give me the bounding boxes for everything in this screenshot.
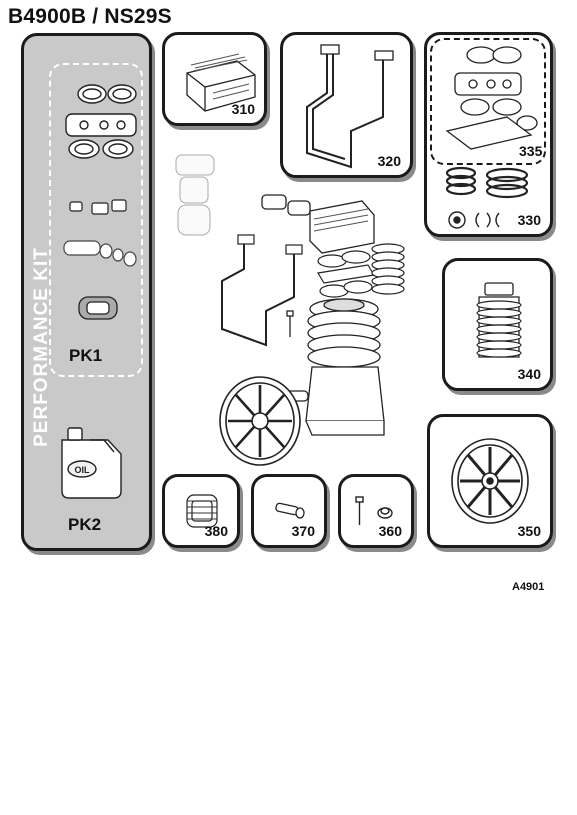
cylinder-head-illustration — [186, 53, 256, 112]
pk1-label: PK1 — [69, 346, 103, 365]
part-box-360[interactable]: 360 — [338, 474, 414, 548]
part-group-335 — [430, 38, 546, 165]
pk2-label: PK2 — [68, 515, 102, 534]
reference-code: A4901 — [512, 581, 545, 593]
performance-kit-panel: PERFORMANCE KIT — [21, 33, 152, 551]
page-title: B4900B / NS29S — [8, 5, 172, 28]
part-number-330: 330 — [517, 212, 541, 228]
cylinder-illustration — [476, 282, 522, 358]
part-number-370: 370 — [291, 523, 315, 539]
flywheel-illustration — [451, 438, 529, 524]
part-box-320[interactable]: 320 — [280, 32, 413, 178]
performance-kit-title: PERFORMANCE KIT — [31, 247, 52, 447]
pk1-dashed-group — [49, 63, 143, 377]
part-box-340[interactable]: 340 — [442, 258, 553, 391]
part-box-370[interactable]: 370 — [251, 474, 327, 548]
part-box-330[interactable]: 330 — [424, 32, 553, 237]
oil-jug-label: OIL — [75, 465, 91, 475]
part-number-350: 350 — [517, 523, 541, 539]
part-number-335: 335 — [519, 143, 543, 159]
pipe-nipple-illustration — [275, 502, 305, 519]
valve-rings-illustration — [445, 46, 538, 229]
part-box-350[interactable]: 350 — [427, 414, 553, 548]
bolt-illustration — [355, 496, 393, 525]
part-number-310: 310 — [231, 101, 255, 117]
part-number-320: 320 — [377, 153, 401, 169]
part-number-380: 380 — [204, 523, 228, 539]
part-number-360: 360 — [378, 523, 402, 539]
performance-kit-illustration: OIL — [61, 84, 137, 499]
part-box-310[interactable]: 310 — [162, 32, 267, 126]
part-box-380[interactable]: 380 — [162, 474, 240, 548]
exploded-compressor-illustration — [175, 154, 405, 466]
air-filter-illustration — [186, 494, 218, 528]
handle-illustration — [306, 44, 394, 169]
part-number-340: 340 — [517, 366, 541, 382]
